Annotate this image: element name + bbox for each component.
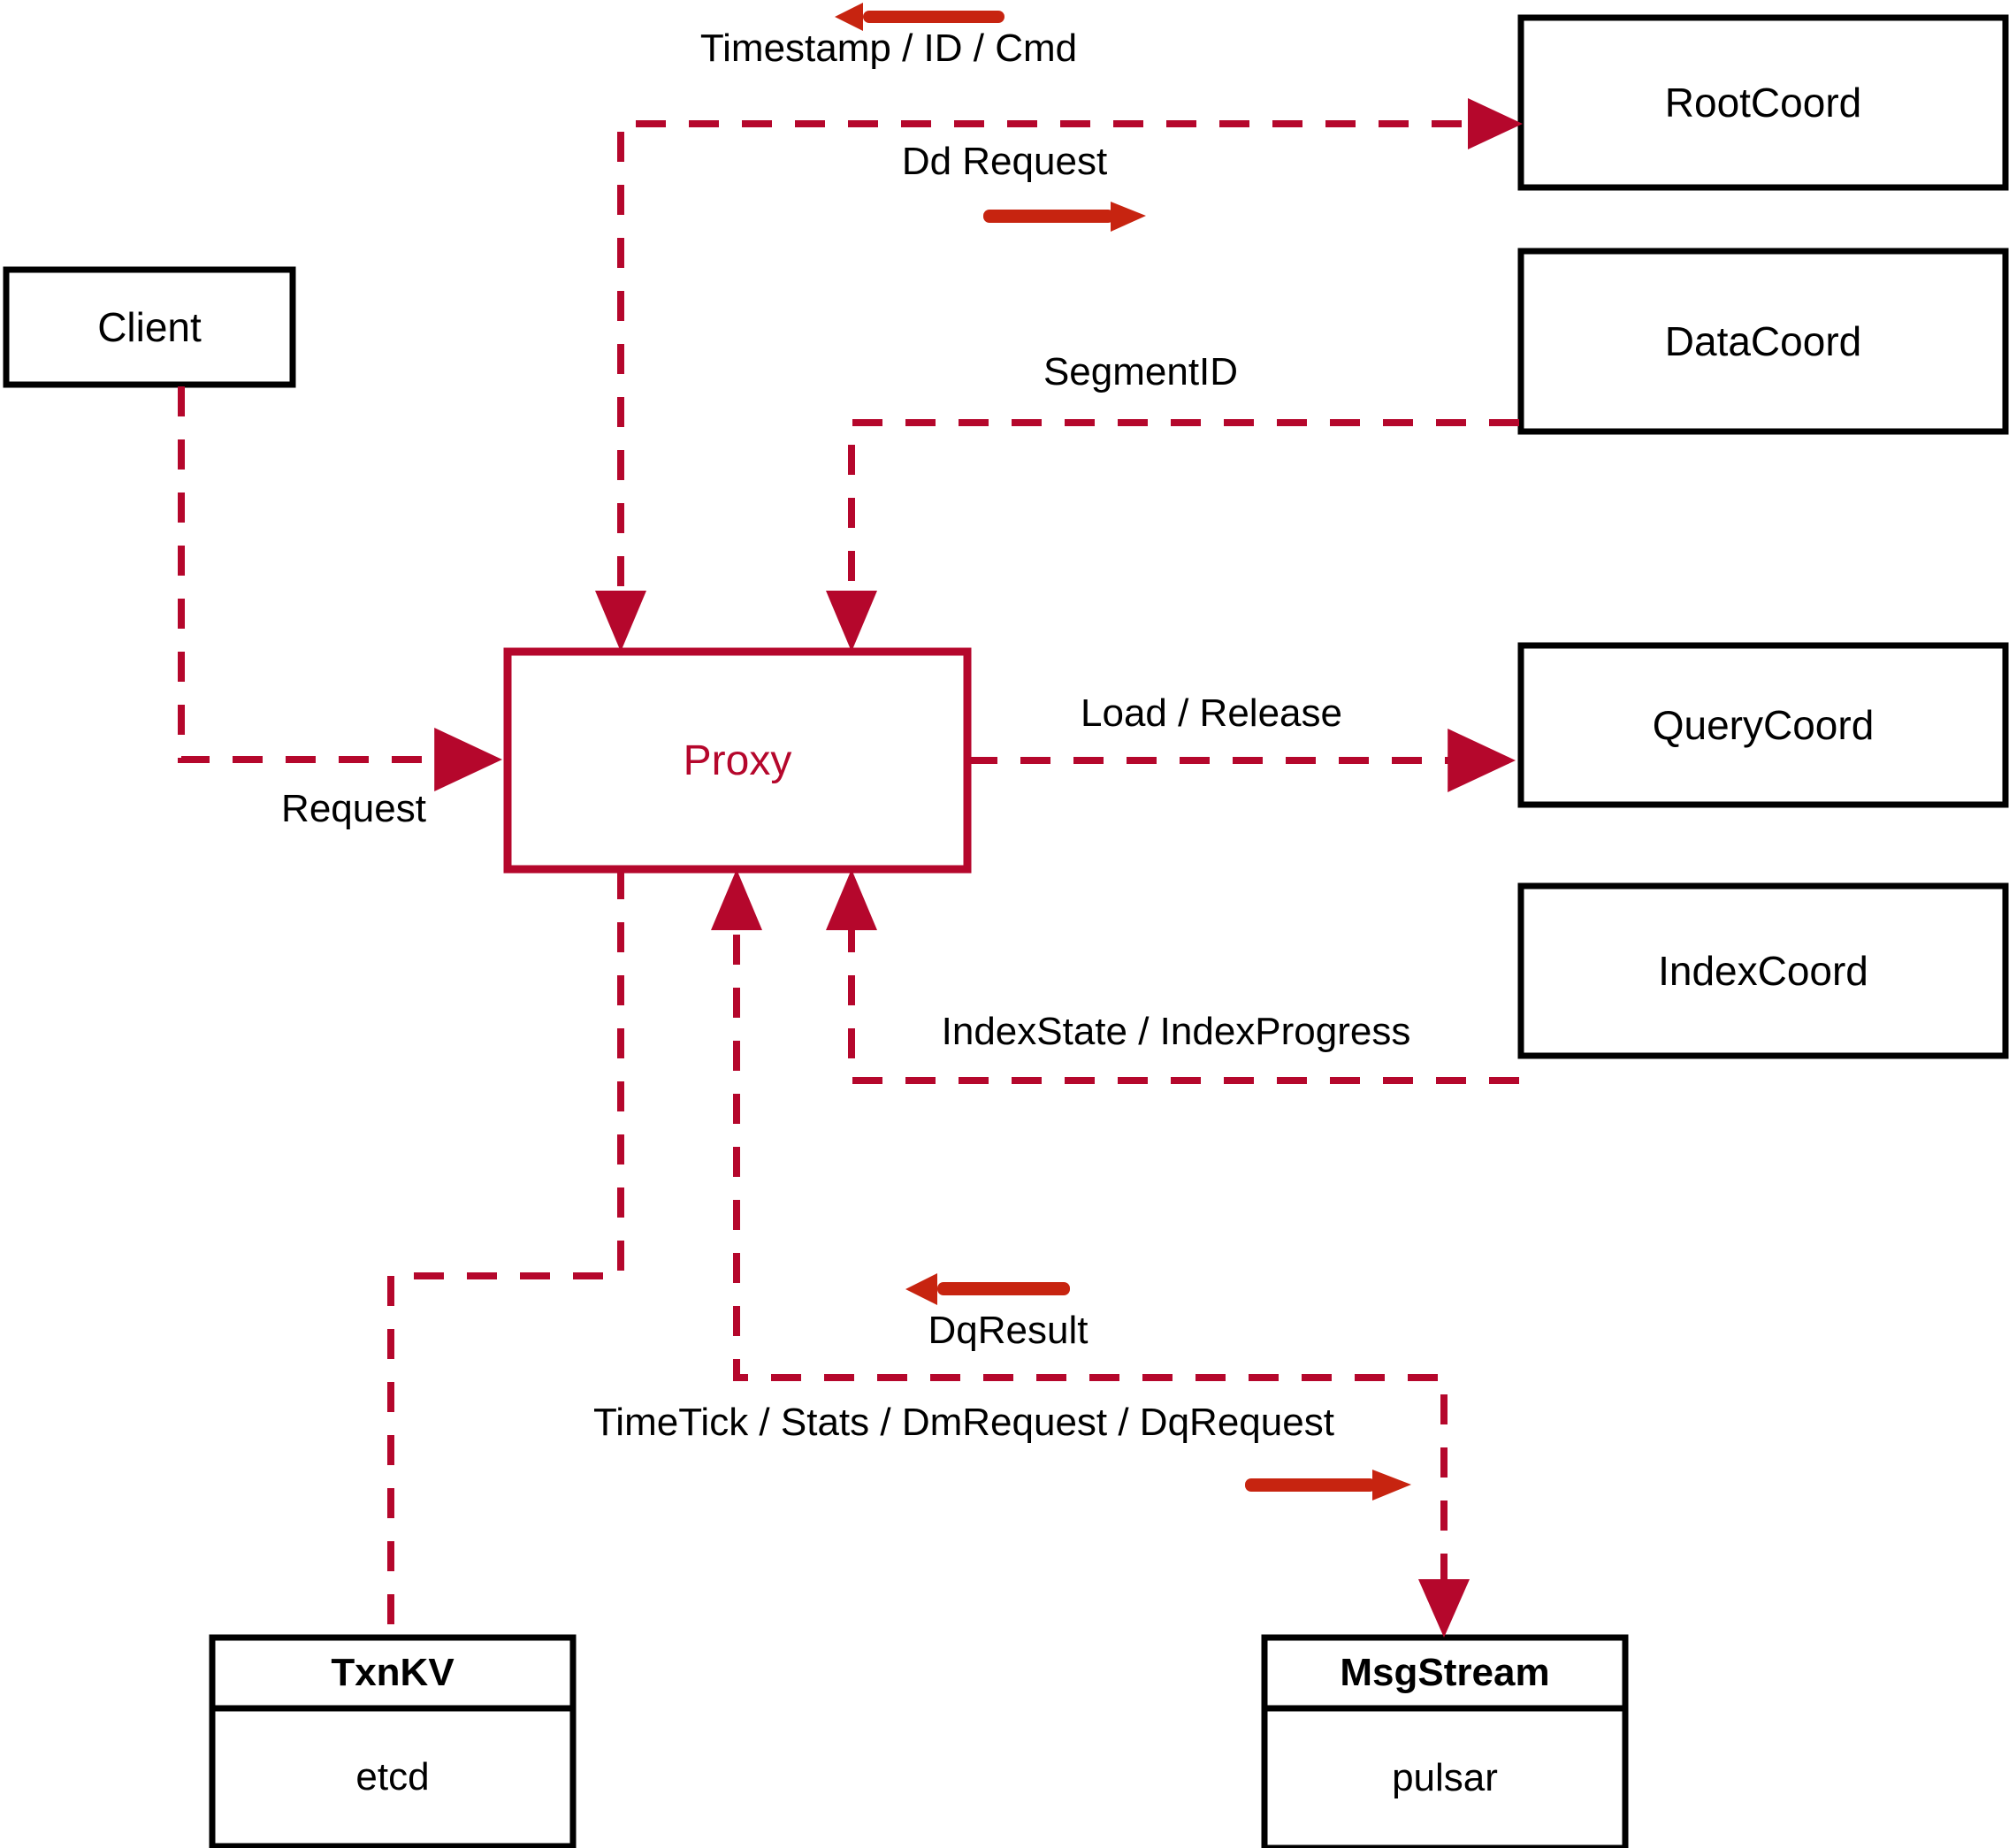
node-querycoord[interactable] — [1517, 642, 2009, 808]
node-proxy[interactable] — [503, 647, 972, 874]
node-datacoord[interactable] — [1517, 248, 2009, 435]
edge-proxy-txnkv — [387, 869, 624, 1638]
arrowhead-rootcoord — [1468, 98, 1523, 149]
node-indexcoord[interactable] — [1517, 882, 2009, 1059]
arrowhead-proxy-top-right — [826, 591, 877, 652]
arrowhead-msgstream-top — [1418, 1579, 1470, 1638]
node-rootcoord[interactable] — [1517, 14, 2009, 191]
node-txnkv[interactable] — [209, 1634, 577, 1848]
edge-datacoord-proxy — [848, 419, 1519, 639]
edge-proxy-msgstream — [733, 882, 1448, 1627]
arrowhead-proxy-bottom-index — [826, 869, 877, 930]
arrow-dqrequest-right — [1245, 1470, 1411, 1501]
node-client[interactable] — [3, 266, 296, 388]
edge-indexcoord-proxy — [848, 882, 1519, 1084]
edge-arrowheads — [595, 98, 1523, 1638]
arrowhead-proxy-bottom-dqresult — [711, 869, 762, 930]
arrow-dqresult-left — [905, 1273, 1070, 1305]
arrow-timestamp-left — [835, 3, 1004, 31]
arrow-dd-request-right — [983, 202, 1146, 232]
edge-client-proxy — [178, 386, 502, 791]
edge-rootcoord-line — [617, 120, 1509, 639]
arrowhead-proxy-top-left — [595, 591, 646, 652]
node-msgstream[interactable] — [1261, 1634, 1629, 1848]
direction-arrows — [835, 3, 1411, 1501]
